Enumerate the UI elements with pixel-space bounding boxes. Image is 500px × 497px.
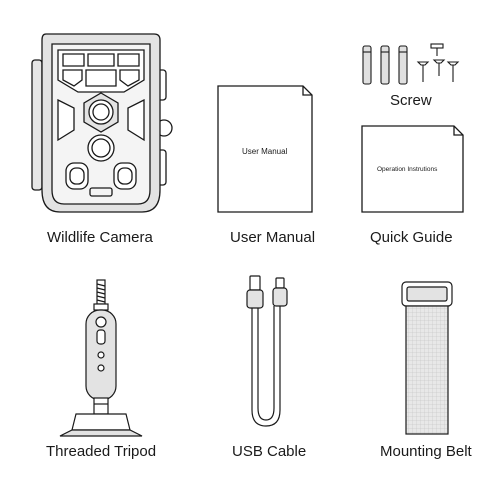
quick-guide-cover-text: Operation Instrutions — [377, 166, 438, 173]
screw-caption: Screw — [390, 92, 432, 109]
threaded-tripod-caption: Threaded Tripod — [46, 443, 157, 460]
user-manual-caption: User Manual — [230, 229, 316, 246]
wildlife-camera-caption: Wildlife Camera — [47, 229, 153, 246]
mounting-belt-caption: Mounting Belt — [380, 443, 472, 460]
quick-guide-caption: Quick Guide — [370, 229, 453, 246]
usb-cable-caption: USB Cable — [232, 443, 307, 460]
user-manual-cover-text: User Manual — [242, 147, 288, 156]
